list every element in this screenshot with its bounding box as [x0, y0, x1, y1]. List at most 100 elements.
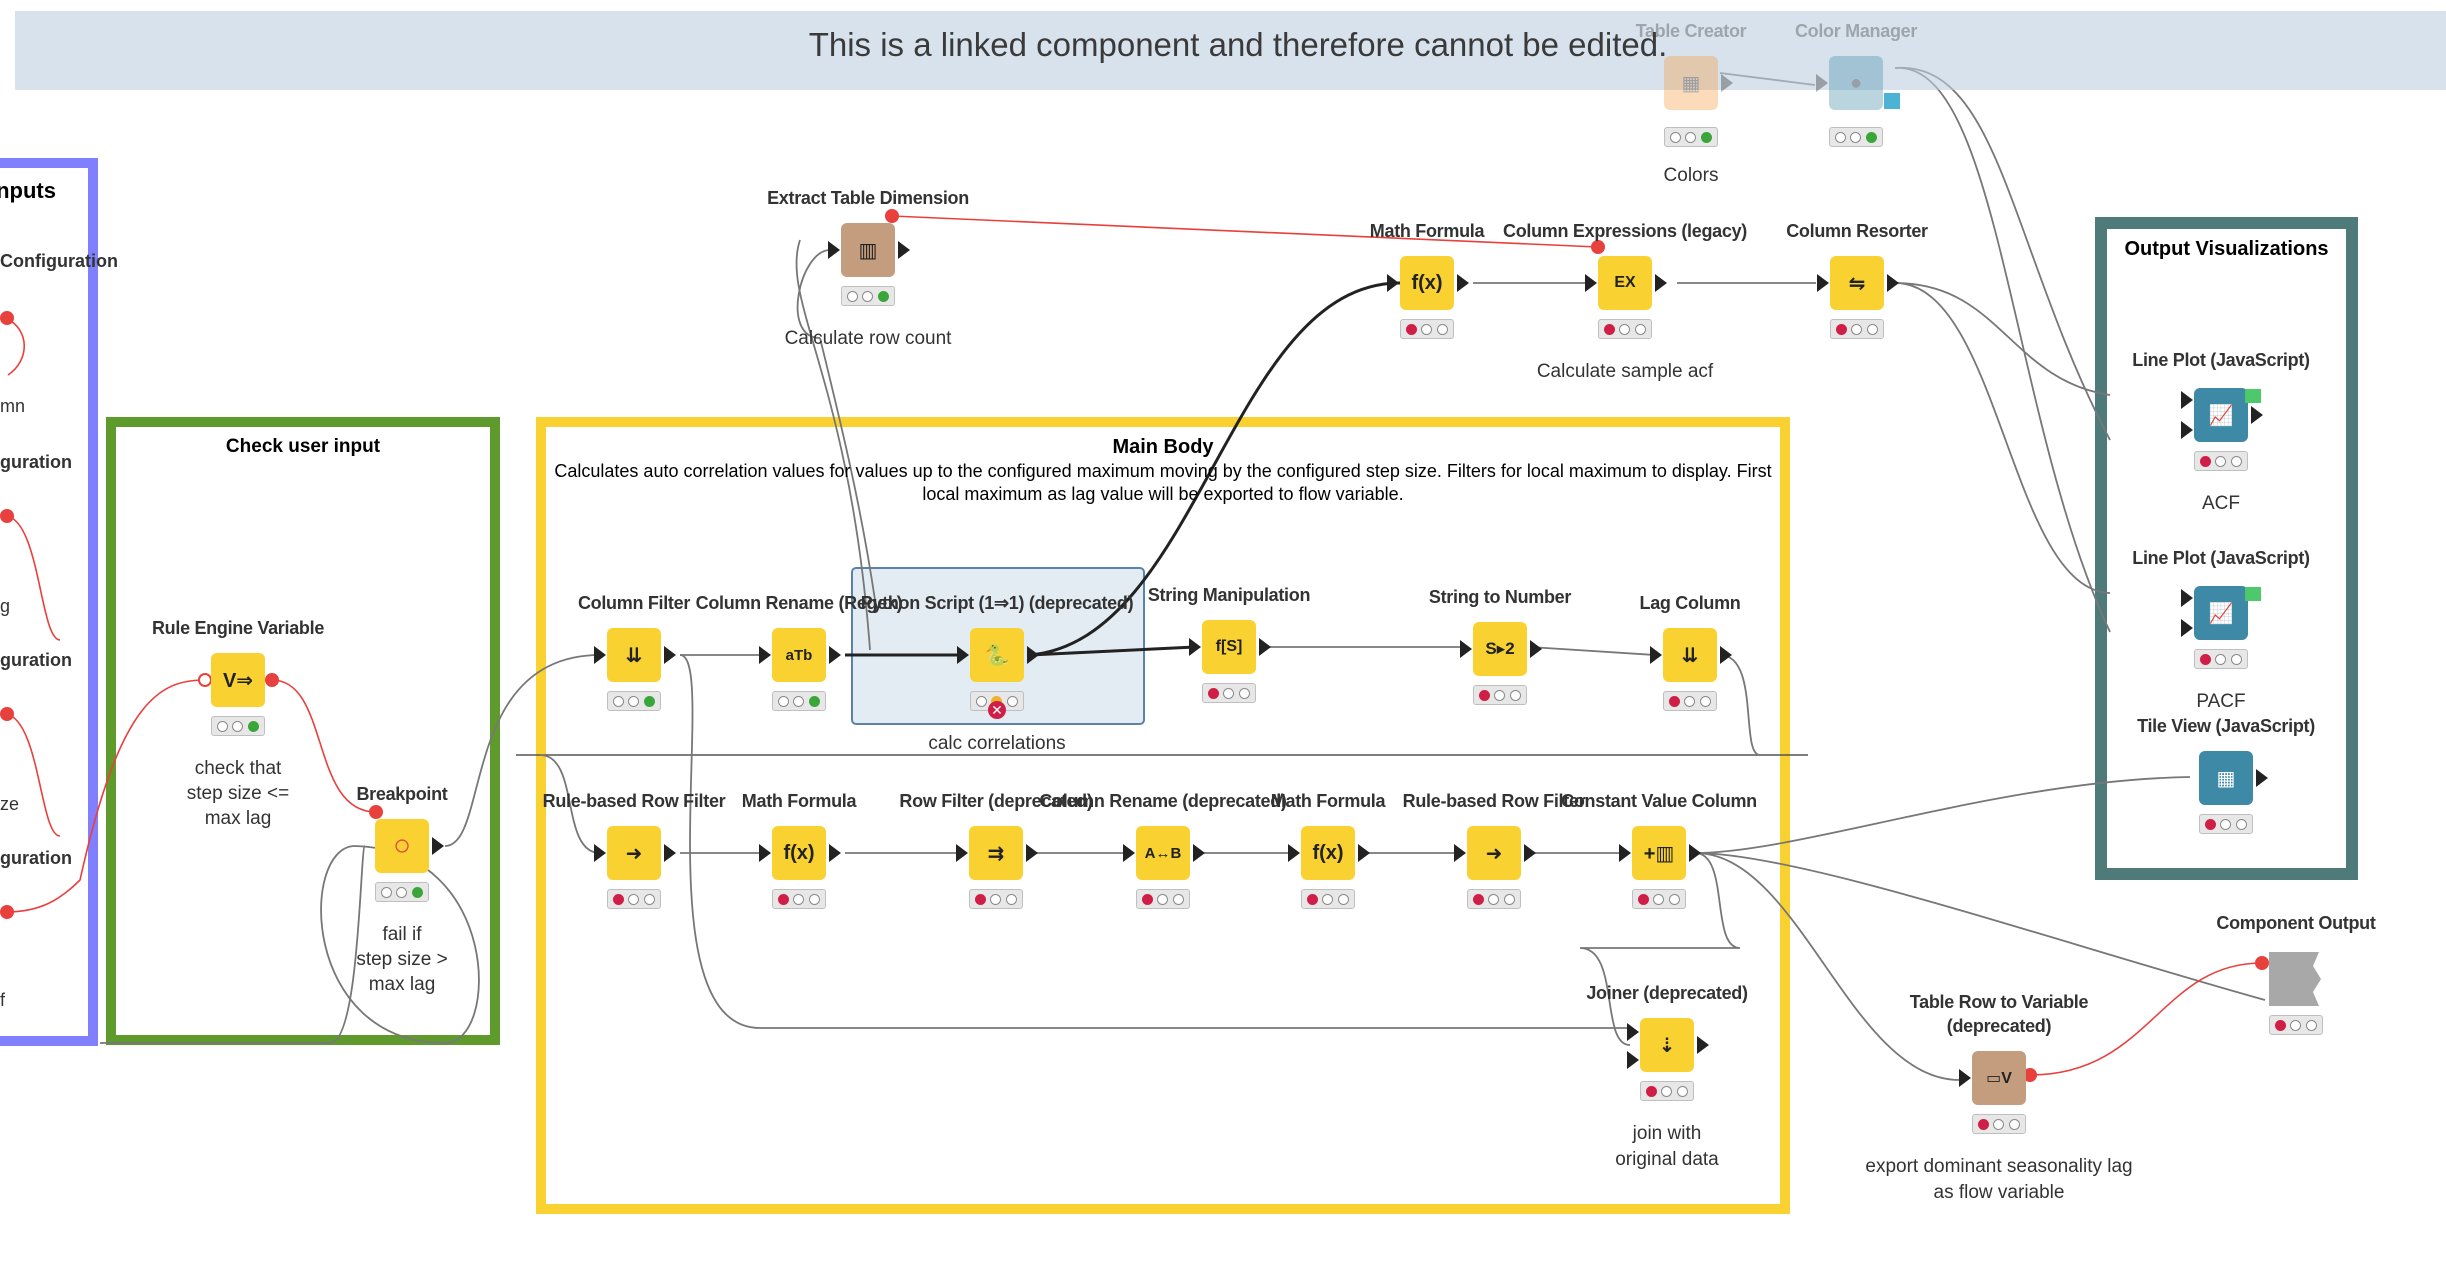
node-status [211, 716, 265, 736]
in-port[interactable] [594, 646, 606, 664]
out-port[interactable] [1259, 638, 1271, 656]
math-formula-icon: f(x) [1400, 256, 1454, 310]
node-status [1664, 127, 1718, 147]
out-port[interactable] [1027, 646, 1039, 664]
node-name: Column Filter [577, 593, 691, 613]
breakpoint-icon: ○ [375, 819, 429, 873]
error-icon: ✕ [988, 701, 1006, 719]
out-port[interactable] [432, 837, 444, 855]
label-line: max lag [368, 974, 436, 995]
out-port[interactable] [1887, 274, 1899, 292]
in-port[interactable] [1585, 274, 1597, 292]
in-port[interactable] [1460, 640, 1472, 658]
in-port[interactable] [2181, 619, 2193, 637]
node-name: Math Formula [1270, 791, 1386, 811]
node-name: Component Output [2216, 913, 2376, 933]
in-port[interactable] [957, 646, 969, 664]
node-name: Column Resorter [1786, 221, 1928, 241]
in-port[interactable] [1619, 844, 1631, 862]
output-title: Output Visualizations [2124, 238, 2329, 260]
table-row-to-variable-icon: ▭V [1972, 1051, 2026, 1105]
rule-engine-icon: V⇒ [211, 653, 265, 707]
node-name: Table Row to Variable (deprecated) [1910, 990, 2089, 1038]
label-line: export dominant seasonality lag [1865, 1156, 2133, 1177]
view-port [2245, 389, 2261, 403]
node-status [1473, 685, 1527, 705]
in-port[interactable] [2181, 589, 2193, 607]
node-status [1202, 683, 1256, 703]
tile-view-icon: ▦ [2199, 751, 2253, 805]
in-port[interactable] [1189, 638, 1201, 656]
node-name: Tile View (JavaScript) [2137, 716, 2315, 736]
out-port[interactable] [1689, 844, 1701, 862]
out-port[interactable] [829, 646, 841, 664]
out-port[interactable] [1530, 640, 1542, 658]
node-name: Column Rename (deprecated) [1039, 791, 1287, 811]
out-port[interactable] [1358, 844, 1370, 862]
node-name-line: (deprecated) [1946, 1016, 2052, 1036]
in-port[interactable] [1816, 74, 1828, 92]
out-port[interactable] [1697, 1036, 1709, 1054]
in-port[interactable] [759, 646, 771, 664]
color-manager-icon: ● [1829, 56, 1883, 110]
node-status [2194, 451, 2248, 471]
in-port[interactable] [1454, 844, 1466, 862]
in-port[interactable] [1627, 1023, 1639, 1041]
in-port[interactable] [956, 844, 968, 862]
in-port[interactable] [1817, 274, 1829, 292]
node-status [2269, 1015, 2323, 1035]
in-port[interactable] [2181, 421, 2193, 439]
in-port[interactable] [2181, 391, 2193, 409]
constant-value-icon: +▥ [1632, 826, 1686, 880]
node-label: export dominant seasonality lag as flow … [1865, 1154, 2132, 1206]
in-port[interactable] [594, 844, 606, 862]
out-port[interactable] [1026, 844, 1038, 862]
in-port[interactable] [1288, 844, 1300, 862]
left-text-3: guration [0, 452, 72, 472]
node-status [772, 691, 826, 711]
node-status [1301, 889, 1355, 909]
in-port[interactable] [759, 844, 771, 862]
node-status [1830, 319, 1884, 339]
label-line: fail if [382, 924, 422, 945]
out-port[interactable] [1193, 844, 1205, 862]
out-port[interactable] [1721, 74, 1733, 92]
node-status [2194, 649, 2248, 669]
out-port[interactable] [2256, 769, 2268, 787]
node-name: Python Script (1⇒1) (deprecated) [860, 593, 1134, 613]
node-status [375, 882, 429, 902]
left-text-6: ze [0, 794, 20, 814]
node-label: Calculate sample acf [1536, 361, 1714, 382]
out-port[interactable] [898, 241, 910, 259]
joiner-icon: ⇣ [1640, 1018, 1694, 1072]
out-port[interactable] [1655, 274, 1667, 292]
math-formula-icon: f(x) [772, 826, 826, 880]
node-name: Math Formula [741, 791, 857, 811]
out-port[interactable] [1457, 274, 1469, 292]
label-line: join with [1632, 1123, 1702, 1144]
in-port[interactable] [1387, 274, 1399, 292]
in-port[interactable] [1123, 844, 1135, 862]
node-label: PACF [2196, 691, 2246, 712]
label-line: original data [1615, 1149, 1719, 1170]
out-port[interactable] [829, 844, 841, 862]
out-port[interactable] [2251, 406, 2263, 424]
main-title: Main Body [1112, 436, 1214, 458]
out-port[interactable] [1524, 844, 1536, 862]
in-port[interactable] [1959, 1069, 1971, 1087]
in-port[interactable] [828, 241, 840, 259]
node-name: Math Formula [1369, 221, 1485, 241]
node-status [1136, 889, 1190, 909]
node-status [969, 889, 1023, 909]
out-port[interactable] [664, 646, 676, 664]
out-port[interactable] [1720, 646, 1732, 664]
node-status [1663, 691, 1717, 711]
out-port[interactable] [664, 844, 676, 862]
line-plot-icon: 📈 [2194, 388, 2248, 442]
in-port[interactable] [1627, 1051, 1639, 1069]
node-label: check that step size <= max lag [187, 756, 289, 831]
column-rename-icon: aTb [772, 628, 826, 682]
in-port[interactable] [1650, 646, 1662, 664]
linked-component-banner [15, 11, 2446, 90]
node-name: Column Expressions (legacy) [1503, 221, 1747, 241]
